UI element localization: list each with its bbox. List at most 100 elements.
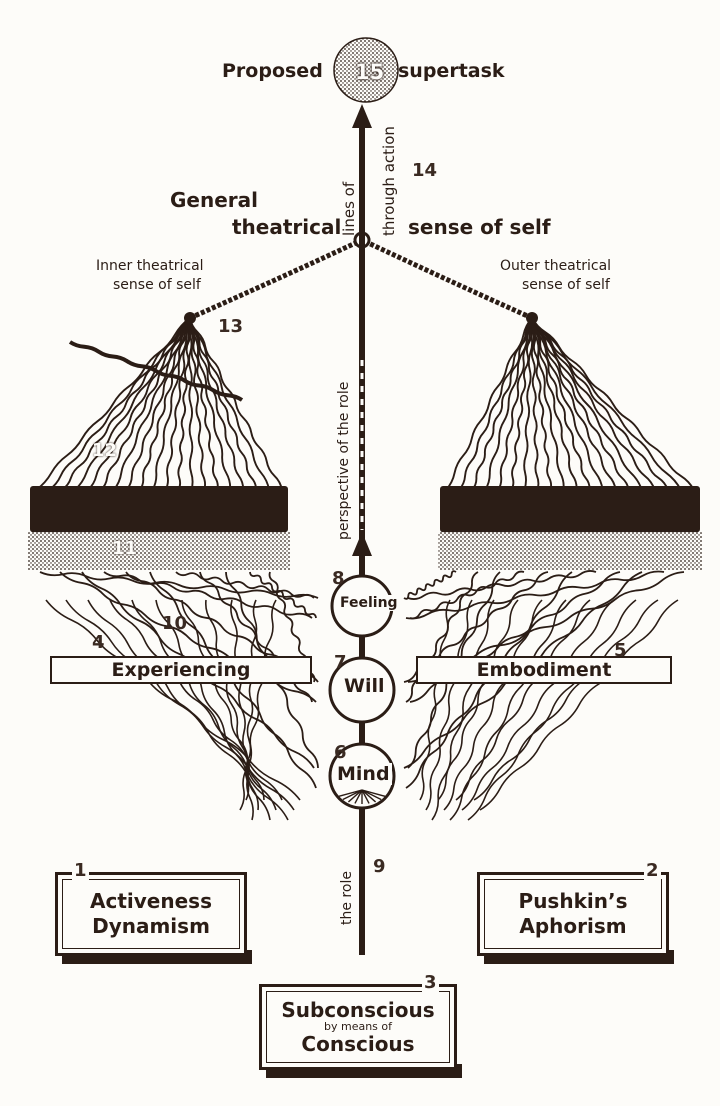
outer-sense-line1: Outer theatrical [500, 258, 612, 274]
dense-band [440, 486, 700, 533]
tree-strand [510, 317, 533, 491]
perspective-arrowhead [352, 532, 372, 556]
tree-strand [531, 317, 656, 491]
mind-ray [354, 789, 363, 804]
tree-strand [189, 317, 258, 491]
pushkin-label: Pushkin’s [518, 889, 628, 913]
tree-strand [531, 317, 617, 491]
tree-strand [177, 317, 192, 491]
aphorism-label: Aphorism [519, 914, 627, 938]
experiencing-label: Experiencing [111, 659, 251, 681]
outer-sense-line2: sense of self [522, 277, 610, 293]
pushkin-box: Pushkin’s Aphorism [477, 872, 669, 956]
number-2: 2 [644, 860, 661, 881]
mind-ray [361, 789, 386, 798]
number-4: 4 [92, 632, 105, 653]
number-11: 11 [112, 538, 138, 559]
tree-strand [74, 317, 191, 491]
general-label: General [170, 188, 258, 212]
number-13: 13 [218, 316, 244, 337]
the-role-label: the role [339, 871, 355, 925]
number-9: 9 [373, 856, 386, 877]
supertask-label: supertask [398, 60, 505, 82]
tree-strand [138, 317, 191, 491]
will-center-label: Will [342, 675, 387, 697]
subconscious-label: Subconscious [281, 997, 435, 1022]
inner-sense-line2: sense of self [113, 277, 201, 293]
embodiment-wire [405, 570, 665, 620]
lower-loop-wire [431, 599, 495, 821]
proposed-label: Proposed [222, 60, 323, 82]
number-5: 5 [614, 640, 627, 661]
lower-loop-wire [437, 599, 519, 801]
theatrical-label: theatrical [232, 215, 342, 239]
number-3: 3 [422, 972, 439, 993]
tree-strand [100, 317, 191, 491]
embodiment-label: Embodiment [476, 659, 612, 681]
inner-sense-line1: Inner theatrical [96, 258, 204, 274]
number-8: 8 [332, 568, 345, 589]
tree-strand [35, 317, 191, 491]
tree-strand [188, 317, 207, 491]
mind-ray [338, 789, 363, 798]
tree-strand [189, 317, 232, 491]
sense-rope [360, 237, 534, 321]
by-means-of-label: by means of [323, 1019, 392, 1033]
subconscious-box: Subconscious by means of Conscious [259, 984, 457, 1070]
lower-loop-wire [455, 599, 591, 801]
experiencing-wire [175, 571, 315, 599]
activeness-box: Activeness Dynamism [55, 872, 247, 956]
tree-strand [531, 317, 669, 491]
lower-loop-wire [443, 599, 543, 811]
lower-loop-wire [419, 599, 451, 801]
tree-strand [530, 317, 578, 491]
activeness-label: Activeness [90, 889, 212, 913]
inner-sense-tree [28, 312, 290, 570]
mind-ray [361, 789, 382, 801]
number-1: 1 [72, 860, 89, 881]
tree-strand [531, 317, 604, 491]
tree-strand [87, 317, 191, 491]
mind-ray [347, 789, 363, 803]
tree-strand [471, 317, 533, 491]
tree-strand [61, 317, 191, 491]
mind-ray [361, 789, 370, 804]
feeling-center-label: Feeling [339, 595, 399, 611]
outer-sense-tree [438, 312, 702, 570]
dynamism-label: Dynamism [92, 914, 210, 938]
number-14: 14 [412, 160, 438, 181]
lines-of-label: lines of [340, 181, 358, 236]
lower-loop-wire [479, 599, 679, 811]
lower-loop-wire [131, 599, 277, 811]
lower-loop-wire [109, 599, 283, 801]
lower-loop-wire [65, 599, 295, 811]
tree-strand [530, 317, 553, 491]
supertask-circle [333, 37, 399, 103]
tree-strand [529, 317, 540, 491]
tree-strand [189, 317, 283, 491]
tree-strand [531, 317, 630, 491]
sense-rope [188, 237, 364, 321]
mind-center-label: Mind [335, 763, 392, 785]
lower-loop-wire [467, 599, 637, 821]
supertask-number: 15 [355, 60, 385, 84]
cross-strand [68, 340, 244, 402]
number-12: 12 [92, 440, 118, 461]
tree-strand [445, 317, 533, 491]
lower-loop-wire [244, 599, 258, 801]
through-action-label: through action [380, 126, 398, 236]
perspective-label: perspective of the role [336, 381, 352, 540]
number-6: 6 [334, 742, 347, 763]
embodiment-wire [409, 570, 525, 620]
stippled-band [438, 532, 702, 570]
tree-strand [531, 317, 695, 491]
dense-band [30, 486, 288, 533]
stippled-band [28, 532, 290, 570]
number-7: 7 [334, 652, 347, 673]
lower-loop-wire [473, 599, 659, 801]
experiencing-bar: Experiencing [50, 656, 312, 684]
lower-loop-wire [239, 599, 277, 811]
experiencing-wire [39, 571, 319, 599]
tree-strand [188, 317, 219, 491]
sense-of-self-label: sense of self [408, 215, 551, 239]
